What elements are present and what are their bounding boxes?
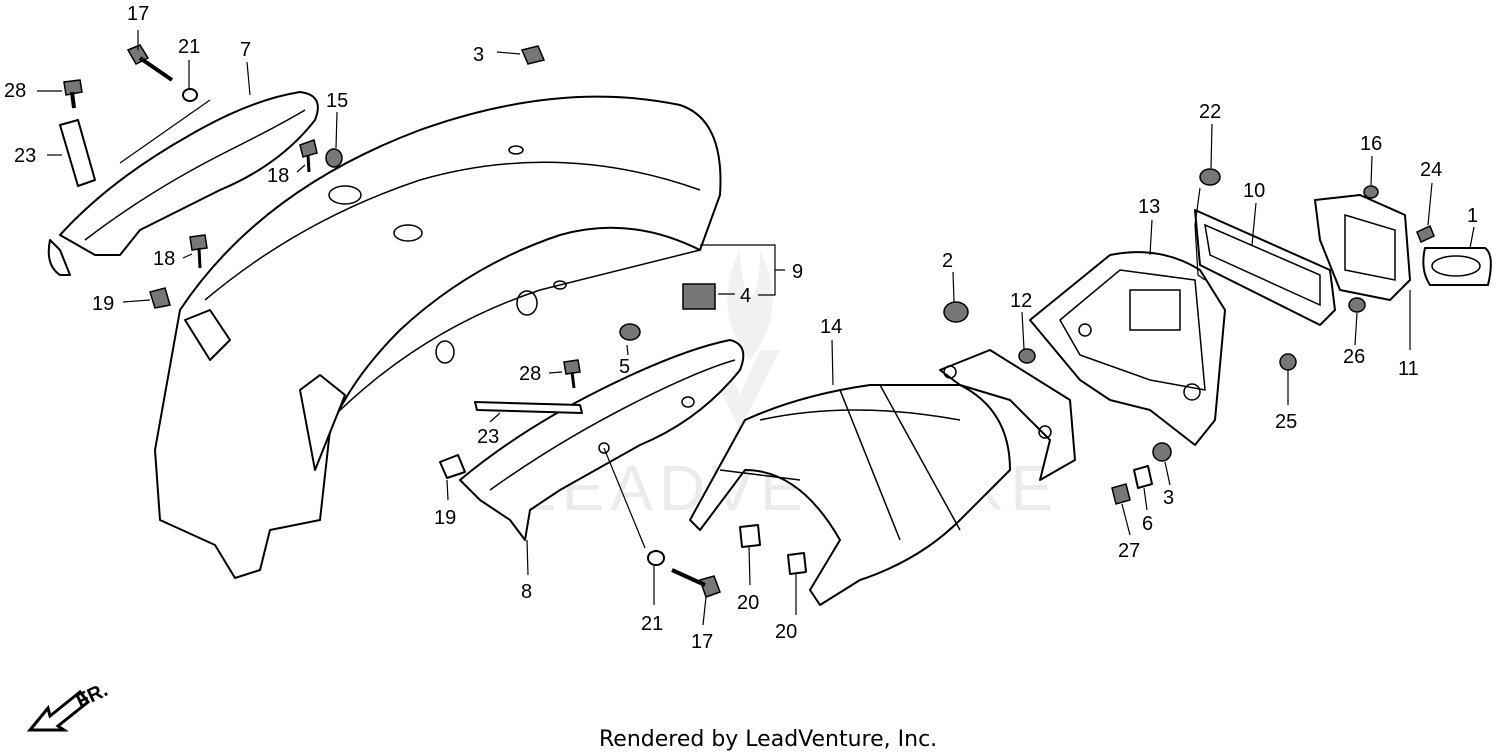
callout-3: 3 [473, 44, 484, 66]
callout-1: 1 [1467, 205, 1478, 227]
license-bracket[interactable] [1029, 251, 1226, 446]
callout-2: 2 [942, 250, 953, 272]
callout-23: 23 [14, 145, 36, 167]
callout-19: 19 [92, 293, 114, 315]
callout-3: 3 [1163, 487, 1174, 509]
callout-12: 12 [1010, 290, 1032, 312]
callout-17: 17 [127, 3, 149, 25]
front-arrow-icon [26, 689, 91, 732]
license-light-lens[interactable] [1422, 247, 1492, 286]
callout-23: 23 [477, 426, 499, 448]
callout-28: 28 [4, 80, 26, 102]
callout-labels: 17 21 7 3 28 15 23 18 18 19 9 4 5 28 23 … [4, 3, 1478, 653]
side-cover-upper[interactable] [47, 91, 319, 276]
callout-21: 21 [178, 36, 200, 58]
callout-22: 22 [1199, 101, 1221, 123]
callout-21: 21 [641, 613, 663, 635]
callout-17: 17 [691, 631, 713, 653]
callout-6: 6 [1142, 513, 1153, 535]
callout-19: 19 [434, 507, 456, 529]
callout-28: 28 [519, 363, 541, 385]
callout-8: 8 [521, 581, 532, 603]
callout-15: 15 [326, 90, 348, 112]
front-direction-indicator: FR. [26, 679, 111, 732]
callout-18: 18 [153, 248, 175, 270]
license-light-housing[interactable] [1314, 194, 1411, 301]
callout-20: 20 [775, 621, 797, 643]
hardware-parts [59, 44, 1435, 598]
side-cover-lower[interactable] [459, 339, 745, 541]
callout-14: 14 [820, 316, 842, 338]
callout-7: 7 [240, 39, 251, 61]
callout-16: 16 [1360, 133, 1382, 155]
callout-27: 27 [1118, 540, 1140, 562]
leader-lines [37, 30, 1475, 626]
callout-18: 18 [267, 165, 289, 187]
license-plate-gasket[interactable] [1194, 209, 1336, 326]
callout-25: 25 [1275, 411, 1297, 433]
callout-20: 20 [737, 592, 759, 614]
rear-fender[interactable] [154, 95, 722, 579]
callout-4: 4 [740, 285, 751, 307]
fender-bracket[interactable] [939, 349, 1076, 481]
callout-13: 13 [1138, 196, 1160, 218]
inner-fender[interactable] [689, 384, 1011, 606]
footer-credit: Rendered by LeadVenture, Inc. [599, 727, 937, 752]
callout-10: 10 [1243, 180, 1265, 202]
callout-9: 9 [792, 261, 803, 283]
callout-11: 11 [1398, 358, 1419, 380]
callout-5: 5 [619, 356, 630, 378]
callout-26: 26 [1343, 346, 1365, 368]
callout-24: 24 [1420, 159, 1442, 181]
